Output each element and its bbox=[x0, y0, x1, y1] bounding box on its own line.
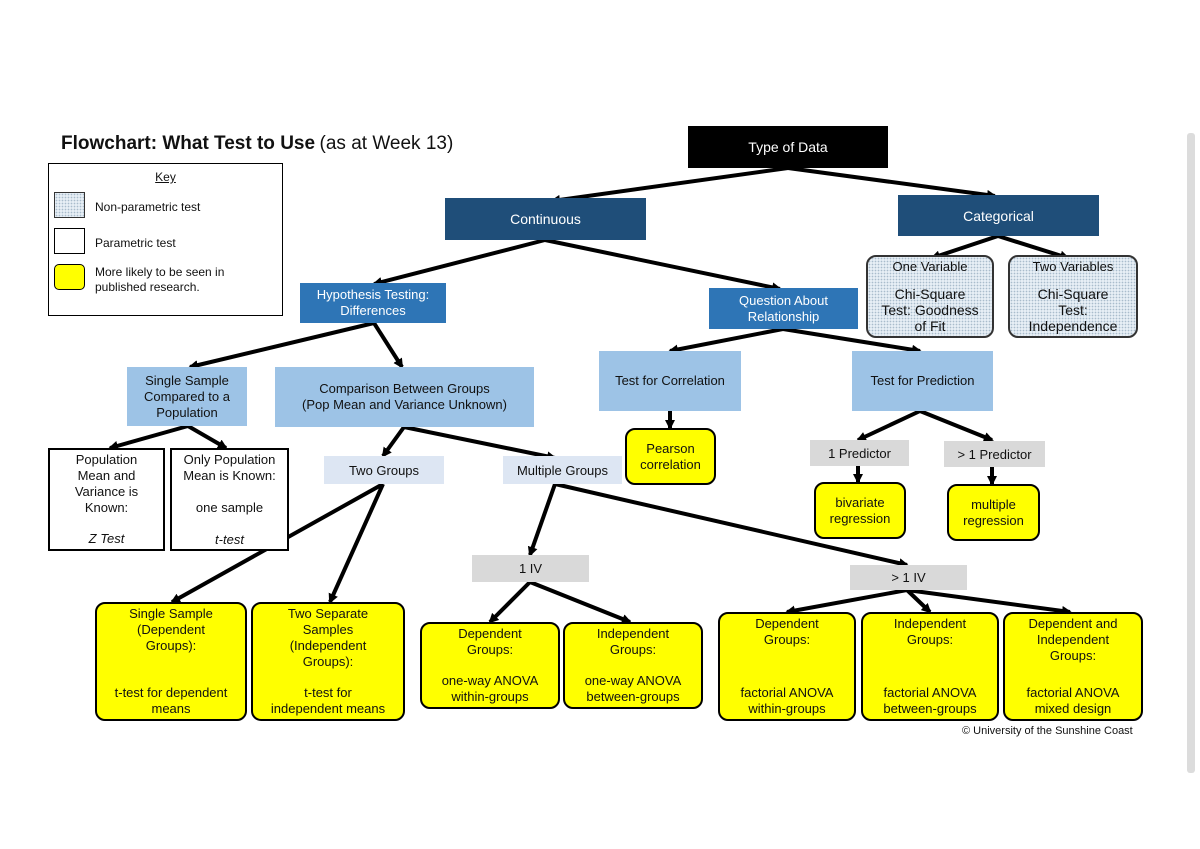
node-type-of-data: Type of Data bbox=[688, 126, 888, 168]
node-test-prediction: Test for Prediction bbox=[852, 351, 993, 411]
one-variable-heading: One Variable bbox=[892, 259, 968, 274]
dependent-1iv-test: one-way ANOVA within-groups bbox=[441, 673, 539, 704]
arrow-one-iv-to-dep bbox=[488, 580, 532, 624]
node-multiple-regression: multiple regression bbox=[947, 484, 1040, 541]
node-test-correlation: Test for Correlation bbox=[599, 351, 741, 411]
node-two-separate: Two Separate Samples (Independent Groups… bbox=[251, 602, 405, 721]
two-separate-test: t-test for independent means bbox=[270, 685, 386, 716]
mean-known-test-line2: t-test bbox=[215, 532, 244, 547]
single-dependent-test: t-test for dependent means bbox=[114, 685, 228, 716]
arrow-gt-iv-to-mixed bbox=[906, 588, 1072, 616]
arrow-hypothesis-to-single-sample bbox=[188, 321, 375, 371]
two-variables-test: Chi-Square Test: Independence bbox=[1028, 286, 1118, 334]
node-mixed-factorial: Dependent and Independent Groups: factor… bbox=[1003, 612, 1143, 721]
two-variables-heading: Two Variables bbox=[1032, 259, 1114, 274]
arrow-relationship-to-correlation bbox=[668, 327, 784, 355]
mean-known-test-line1: one sample bbox=[195, 500, 264, 515]
one-variable-test: Chi-Square Test: Goodness of Fit bbox=[881, 286, 979, 334]
arrow-two-groups-to-two-sep bbox=[328, 483, 385, 604]
arrow-type-to-categorical bbox=[787, 166, 997, 200]
independent-1iv-test: one-way ANOVA between-groups bbox=[584, 673, 682, 704]
arrow-prediction-to-gt-predictor bbox=[919, 409, 994, 442]
arrow-gt-iv-to-ind bbox=[905, 588, 932, 614]
arrow-categorical-to-one-variable bbox=[930, 234, 999, 261]
key-label-nonparametric: Non-parametric test bbox=[95, 200, 201, 214]
arrow-continuous-to-relationship bbox=[544, 238, 782, 293]
population-known-text: Population Mean and Variance is Known: bbox=[74, 452, 139, 515]
mixed-factorial-test: factorial ANOVA mixed design bbox=[1026, 685, 1120, 716]
arrow-continuous-to-hypothesis bbox=[372, 238, 546, 287]
title-main: Flowchart: What Test to Use bbox=[61, 133, 316, 154]
node-one-iv: 1 IV bbox=[472, 555, 589, 582]
mixed-factorial-text: Dependent and Independent Groups: bbox=[1028, 616, 1118, 663]
node-single-sample: Single Sample Compared to a Population bbox=[127, 367, 247, 426]
independent-1iv-text: Independent Groups: bbox=[596, 626, 670, 657]
arrow-categorical-to-two-variables bbox=[997, 234, 1070, 261]
node-gt-one-predictor: > 1 Predictor bbox=[944, 441, 1045, 467]
two-separate-text: Two Separate Samples (Independent Groups… bbox=[287, 606, 369, 669]
arrow-single-to-pop-known bbox=[108, 424, 189, 451]
key-label-highlight: More likely to be seen in published rese… bbox=[95, 265, 225, 294]
title-subtitle: (as at Week 13) bbox=[319, 133, 454, 154]
arrow-type-to-continuous bbox=[550, 166, 789, 205]
node-dependent-factorial: Dependent Groups: factorial ANOVA within… bbox=[718, 612, 856, 721]
key-label-parametric: Parametric test bbox=[95, 236, 176, 250]
key-legend: Key Non-parametric test Parametric test … bbox=[48, 163, 283, 316]
page-title: Flowchart: What Test to Use (as at Week … bbox=[61, 133, 453, 155]
arrow-relationship-to-prediction bbox=[782, 327, 922, 355]
arrow-prediction-to-one-predictor bbox=[856, 409, 921, 442]
arrow-one-iv-to-ind bbox=[529, 580, 632, 624]
arrow-single-to-mean-known bbox=[186, 424, 228, 450]
dependent-1iv-text: Dependent Groups: bbox=[458, 626, 522, 657]
node-categorical: Categorical bbox=[898, 195, 1099, 236]
node-question-relationship: Question About Relationship bbox=[709, 288, 858, 329]
node-gt-one-iv: > 1 IV bbox=[850, 565, 967, 590]
vertical-scrollbar[interactable] bbox=[1187, 133, 1195, 773]
key-swatch-nonparametric bbox=[54, 192, 85, 218]
key-swatch-parametric bbox=[54, 228, 85, 254]
key-swatch-highlight bbox=[54, 264, 85, 290]
node-independent-factorial: Independent Groups: factorial ANOVA betw… bbox=[861, 612, 999, 721]
node-bivariate-regression: bivariate regression bbox=[814, 482, 906, 539]
arrow-multiple-to-gt-iv bbox=[554, 482, 909, 569]
node-one-variable: One Variable Chi-Square Test: Goodness o… bbox=[866, 255, 994, 338]
population-known-test: Z Test bbox=[88, 531, 125, 546]
arrow-comparison-to-multiple-groups bbox=[403, 425, 557, 462]
key-heading: Key bbox=[155, 170, 176, 184]
node-continuous: Continuous bbox=[445, 198, 646, 240]
independent-factorial-test: factorial ANOVA between-groups bbox=[883, 685, 977, 716]
mean-known-test: one sample t-test bbox=[196, 484, 263, 564]
node-single-dependent: Single Sample (Dependent Groups): t-test… bbox=[95, 602, 247, 721]
node-pearson: Pearson correlation bbox=[625, 428, 716, 485]
arrow-multiple-to-one-iv bbox=[527, 483, 557, 557]
node-two-groups: Two Groups bbox=[324, 456, 444, 484]
node-one-predictor: 1 Predictor bbox=[810, 440, 909, 466]
dependent-factorial-text: Dependent Groups: bbox=[755, 616, 819, 647]
arrow-comparison-to-two-groups bbox=[381, 425, 406, 458]
arrow-gt-iv-to-dep bbox=[785, 588, 908, 616]
node-independent-1iv: Independent Groups: one-way ANOVA betwee… bbox=[563, 622, 703, 709]
arrow-hypothesis-to-comparison bbox=[372, 321, 404, 369]
node-multiple-groups: Multiple Groups bbox=[503, 456, 622, 484]
node-mean-known: Only Population Mean is Known: one sampl… bbox=[170, 448, 289, 551]
mean-known-text: Only Population Mean is Known: bbox=[183, 452, 276, 483]
independent-factorial-text: Independent Groups: bbox=[893, 616, 967, 647]
dependent-factorial-test: factorial ANOVA within-groups bbox=[740, 685, 834, 716]
single-dependent-text: Single Sample (Dependent Groups): bbox=[129, 606, 213, 653]
node-dependent-1iv: Dependent Groups: one-way ANOVA within-g… bbox=[420, 622, 560, 709]
node-comparison-groups: Comparison Between Groups (Pop Mean and … bbox=[275, 367, 534, 427]
copyright-notice: © University of the Sunshine Coast bbox=[962, 725, 1133, 737]
node-population-known: Population Mean and Variance is Known: Z… bbox=[48, 448, 165, 551]
node-two-variables: Two Variables Chi-Square Test: Independe… bbox=[1008, 255, 1138, 338]
node-hypothesis-testing: Hypothesis Testing: Differences bbox=[300, 283, 446, 323]
